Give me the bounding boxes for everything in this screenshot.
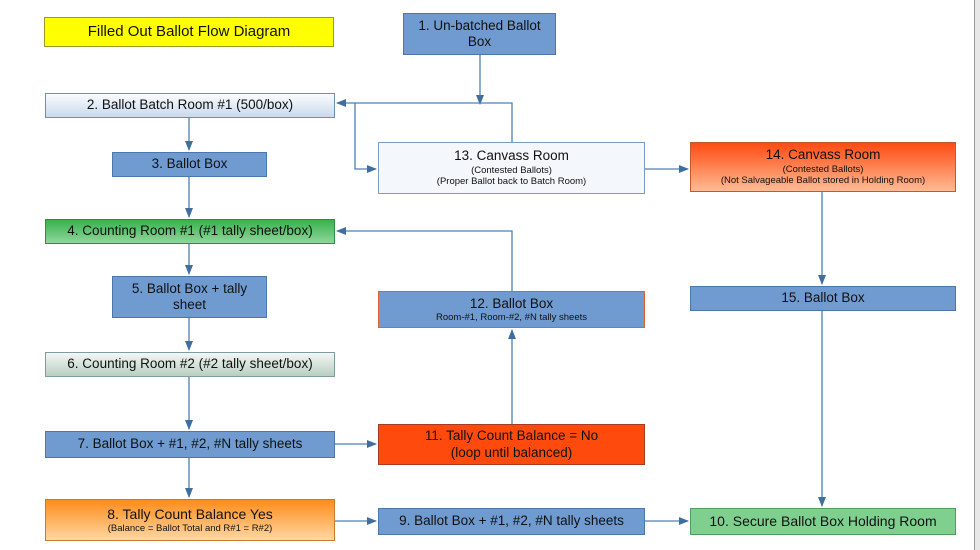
node-label: 6. Counting Room #2 (#2 tally sheet/box) — [67, 356, 313, 372]
node-counting-room-1: 4. Counting Room #1 (#1 tally sheet/box) — [45, 219, 335, 244]
node-tally-count-balance-no: 11. Tally Count Balance = No (loop until… — [378, 424, 645, 465]
node-label: 13. Canvass Room — [454, 148, 569, 164]
node-tally-count-balance-yes: 8. Tally Count Balance Yes (Balance = Ba… — [45, 499, 335, 541]
node-secure-holding-room: 10. Secure Ballot Box Holding Room — [690, 508, 956, 535]
node-canvass-room-14: 14. Canvass Room (Contested Ballots) (No… — [690, 142, 956, 192]
node-ballot-box-12: 12. Ballot Box Room-#1, Room-#2, #N tall… — [378, 291, 645, 328]
node-label: 7. Ballot Box + #1, #2, #N tally sheets — [77, 436, 303, 452]
edge-2-to-13 — [354, 103, 377, 173]
node-ballot-box-tally-sheet: 5. Ballot Box + tally sheet — [112, 276, 267, 318]
node-ballot-box-15: 15. Ballot Box — [690, 286, 956, 311]
node-sublabel: (Balance = Ballot Total and R#1 = R#2) — [107, 522, 273, 534]
node-label: 14. Canvass Room — [765, 147, 881, 163]
node-sublabel: Room-#1, Room-#2, #N tally sheets — [435, 312, 587, 324]
node-ballot-batch-room: 2. Ballot Batch Room #1 (500/box) — [45, 93, 335, 118]
node-label: 2. Ballot Batch Room #1 (500/box) — [86, 97, 294, 113]
node-label: 1. Un-batched Ballot Box — [418, 17, 541, 49]
node-label-line2: (loop until balanced) — [450, 444, 573, 460]
node-sublabel-2: (Proper Ballot back to Batch Room) — [436, 176, 587, 188]
node-label: 15. Ballot Box — [781, 290, 865, 306]
node-label: 8. Tally Count Balance Yes — [107, 505, 273, 522]
edge-13-to-2 — [336, 99, 513, 142]
node-sublabel: (Contested Ballots) — [782, 163, 864, 175]
node-canvass-room-13: 13. Canvass Room (Contested Ballots) (Pr… — [378, 142, 645, 194]
node-ballot-box-tally-sheets-9: 9. Ballot Box + #1, #2, #N tally sheets — [378, 508, 645, 535]
node-ballot-box-3: 3. Ballot Box — [112, 152, 267, 177]
node-label: 10. Secure Ballot Box Holding Room — [709, 512, 937, 529]
node-label: 3. Ballot Box — [151, 156, 228, 172]
node-sublabel: (Contested Ballots) — [471, 164, 552, 176]
node-label: 5. Ballot Box + tally sheet — [131, 280, 248, 312]
node-sublabel-2: (Not Salvageable Ballot stored in Holdin… — [720, 175, 926, 187]
node-ballot-box-tally-sheets-7: 7. Ballot Box + #1, #2, #N tally sheets — [45, 431, 335, 458]
diagram-title: Filled Out Ballot Flow Diagram — [44, 17, 334, 47]
node-label: 4. Counting Room #1 (#1 tally sheet/box) — [67, 223, 313, 239]
edge-12-to-4 — [336, 227, 513, 291]
node-label: 11. Tally Count Balance = No — [424, 428, 599, 444]
node-counting-room-2: 6. Counting Room #2 (#2 tally sheet/box) — [45, 352, 335, 377]
node-label: 9. Ballot Box + #1, #2, #N tally sheets — [399, 513, 624, 529]
node-unbatched-ballot-box: 1. Un-batched Ballot Box — [403, 13, 556, 55]
node-label: 12. Ballot Box — [469, 295, 554, 311]
